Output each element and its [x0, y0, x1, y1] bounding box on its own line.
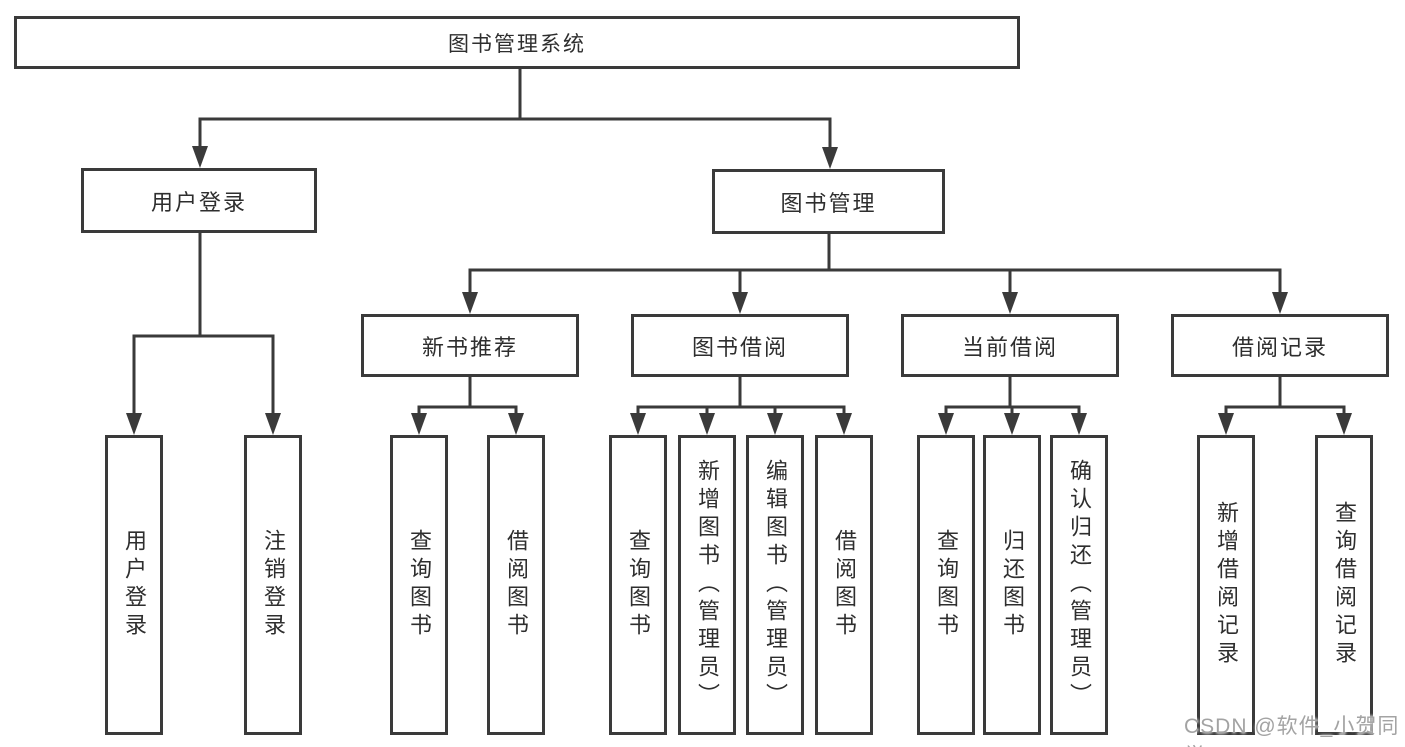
node-new-book-recommend: 新书推荐 [361, 314, 579, 377]
node-root-label: 图书管理系统 [448, 32, 586, 56]
leaf-return-books: 归还图书 [983, 435, 1041, 735]
leaf-query-books-current: 查询图书 [917, 435, 975, 735]
node-user-login-label: 用户登录 [150, 189, 247, 215]
leaf-query-borrow-record: 查询借阅记录 [1315, 435, 1373, 735]
node-root: 图书管理系统 [14, 16, 1020, 69]
leaf-confirm-return-admin: 确认归还（管理员） [1050, 435, 1108, 735]
leaf-add-book-admin-label: 新增图书（管理员） [695, 459, 720, 711]
leaf-borrow-books-borrowing-label: 借阅图书 [832, 529, 857, 641]
leaf-query-books-borrowing-label: 查询图书 [626, 529, 651, 641]
leaf-user-login-label: 用户登录 [122, 529, 147, 641]
leaf-confirm-return-admin-label: 确认归还（管理员） [1067, 459, 1092, 711]
leaf-query-borrow-record-label: 查询借阅记录 [1332, 501, 1357, 669]
node-book-borrowing-label: 图书借阅 [691, 334, 788, 360]
leaf-query-books-borrowing: 查询图书 [609, 435, 667, 735]
leaf-edit-book-admin-label: 编辑图书（管理员） [763, 459, 788, 711]
arrowheads [126, 146, 1352, 435]
node-current-borrowing-label: 当前借阅 [961, 334, 1058, 360]
leaf-query-books-recommend: 查询图书 [390, 435, 448, 735]
leaf-query-books-recommend-label: 查询图书 [407, 529, 432, 641]
leaf-return-books-label: 归还图书 [1000, 529, 1025, 641]
node-borrowing-records: 借阅记录 [1171, 314, 1389, 377]
leaf-logout-label: 注销登录 [261, 529, 286, 641]
node-new-book-recommend-label: 新书推荐 [421, 334, 518, 360]
leaf-borrow-books-recommend-label: 借阅图书 [504, 529, 529, 641]
leaf-edit-book-admin: 编辑图书（管理员） [746, 435, 804, 735]
node-book-management-label: 图书管理 [780, 190, 877, 216]
leaf-logout: 注销登录 [244, 435, 302, 735]
node-current-borrowing: 当前借阅 [901, 314, 1119, 377]
leaf-borrow-books-recommend: 借阅图书 [487, 435, 545, 735]
node-user-login: 用户登录 [81, 168, 317, 233]
leaf-query-books-current-label: 查询图书 [934, 529, 959, 641]
csdn-watermark: CSDN @软件_小贺同学 [1184, 715, 1400, 747]
node-borrowing-records-label: 借阅记录 [1231, 334, 1328, 360]
leaf-add-book-admin: 新增图书（管理员） [678, 435, 736, 735]
node-book-borrowing: 图书借阅 [631, 314, 849, 377]
leaf-user-login: 用户登录 [105, 435, 163, 735]
leaf-add-borrow-record-label: 新增借阅记录 [1214, 501, 1239, 669]
node-book-management: 图书管理 [712, 169, 945, 234]
leaf-borrow-books-borrowing: 借阅图书 [815, 435, 873, 735]
leaf-add-borrow-record: 新增借阅记录 [1197, 435, 1255, 735]
